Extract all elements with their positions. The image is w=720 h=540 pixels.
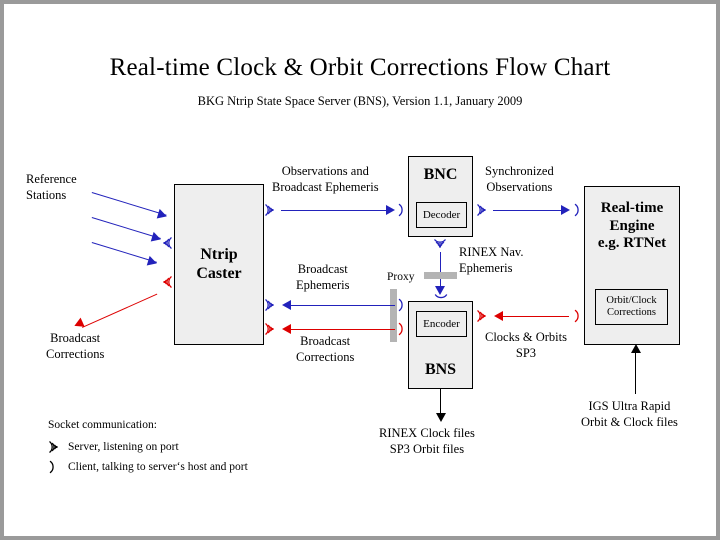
client-socket-icon-bnc-observations (397, 202, 406, 218)
broadcast-corrections-left-line-2: Corrections (46, 346, 105, 361)
proxy-label: Proxy (387, 271, 415, 283)
reference-station-arrow-3-head (146, 255, 159, 269)
legend-item-client: Client, talking to server‘s host and por… (48, 458, 248, 476)
synchronized-observations-label: Synchronized Observations (485, 164, 554, 195)
clocks-orbits-label: Clocks & Orbits SP3 (485, 330, 567, 361)
server-socket-icon (48, 439, 68, 455)
reference-station-arrow-1-line (91, 192, 167, 216)
rinex-clock-files-arrow-head (436, 413, 446, 422)
broadcast-ephemeris-line-1: Broadcast (297, 262, 348, 276)
client-socket-icon (48, 459, 68, 475)
client-socket-icon-bns-corrections-out (397, 321, 406, 337)
igs-files-label: IGS Ultra Rapid Orbit & Clock files (581, 399, 678, 430)
clocks-orbits-arrow-line (503, 316, 569, 317)
rinex-nav-line-1: RINEX Nav. (459, 245, 524, 259)
ntrip-caster-title-line-2: Caster (196, 264, 242, 282)
broadcast-corrections-left-line-1: Broadcast (50, 331, 101, 345)
clocks-orbits-line-2: SP3 (515, 345, 537, 360)
real-time-engine-line-2: Engine (609, 217, 655, 234)
orbit-clock-corrections-line-2: Corrections (607, 307, 656, 318)
observations-arrow-head (386, 205, 395, 215)
broadcast-corrections-left-label: Broadcast Corrections (46, 331, 104, 362)
legend-item-client-text: Client, talking to server‘s host and por… (68, 461, 248, 473)
synchronized-observations-line-1: Synchronized (485, 164, 554, 178)
server-socket-icon-caster-corrections (264, 321, 278, 337)
client-socket-icon-bns-ephemeris-out (397, 297, 406, 313)
broadcast-corrections-mid-label: Broadcast Corrections (296, 334, 354, 365)
rinex-nav-ephemeris-label: RINEX Nav. Ephemeris (459, 245, 523, 276)
proxy-bar-vertical (390, 289, 397, 342)
igs-files-arrow-line (635, 352, 636, 394)
synchronized-observations-arrow-head (561, 205, 570, 215)
rinex-clock-files-arrow-line (440, 389, 441, 415)
server-socket-icon-bnc-ephemeris (432, 238, 448, 252)
broadcast-ephemeris-label: Broadcast Ephemeris (296, 262, 349, 293)
bns-encoder-subbox[interactable]: Encoder (416, 311, 467, 337)
synchronized-observations-line-2: Observations (486, 179, 553, 194)
igs-files-line-1: IGS Ultra Rapid (588, 399, 671, 413)
bnc-box[interactable]: BNC Decoder (408, 156, 473, 237)
igs-files-arrow-head (631, 344, 641, 353)
broadcast-corrections-arrow-line (82, 293, 158, 328)
server-socket-icon-caster-ephemeris (264, 297, 278, 313)
server-socket-icon-bnc-synchronized (476, 202, 490, 218)
ntrip-caster-title-line-1: Ntrip (200, 245, 238, 263)
orbit-clock-corrections-subbox[interactable]: Orbit/Clock Corrections (595, 289, 668, 325)
proxy-bar-horizontal (424, 272, 457, 279)
bns-box[interactable]: Encoder BNS (408, 301, 473, 389)
page-subtitle: BKG Ntrip State Space Server (BNS), Vers… (197, 94, 523, 108)
bnc-title: BNC (423, 166, 458, 183)
real-time-engine-line-1: Real-time (600, 200, 664, 216)
rinex-clock-files-line-2: SP3 Orbit files (389, 441, 465, 456)
legend-item-server: Server, listening on port (48, 438, 248, 456)
server-socket-icon-caster-observations (264, 202, 278, 218)
reference-station-arrow-1-head (156, 208, 169, 222)
client-socket-icon-bns-ephemeris (433, 293, 449, 301)
rinex-nav-ephemeris-arrow-line (440, 252, 441, 288)
server-socket-icon-bns-clocks (476, 308, 490, 324)
client-socket-icon-rt-engine-clocks (573, 308, 582, 324)
clocks-orbits-arrow-head (494, 311, 503, 321)
legend: Socket communication: Server, listening … (48, 419, 248, 478)
orbit-clock-corrections-line-1: Orbit/Clock (606, 295, 657, 307)
reference-stations-line-1: Reference (26, 172, 77, 186)
broadcast-corrections-mid-arrow-line (291, 329, 395, 330)
broadcast-corrections-mid-line-2: Corrections (296, 349, 355, 364)
rinex-clock-files-label: RINEX Clock files SP3 Orbit files (379, 426, 475, 457)
bnc-decoder-subbox[interactable]: Decoder (416, 202, 467, 228)
page-title: Real-time Clock & Orbit Corrections Flow… (109, 54, 611, 81)
reference-station-arrow-2-line (91, 217, 161, 240)
server-socket-icon-reference-stations (159, 235, 173, 251)
legend-heading: Socket communication: (48, 419, 157, 431)
broadcast-corrections-arrow-head (72, 317, 85, 331)
reference-stations-label: Reference Stations (26, 172, 77, 203)
rinex-nav-line-2: Ephemeris (459, 260, 513, 275)
rinex-nav-ephemeris-arrow-head (435, 286, 445, 295)
real-time-engine-box[interactable]: Real-time Engine e.g. RTNet Orbit/Clock … (584, 186, 680, 345)
broadcast-ephemeris-arrow-line (291, 305, 395, 306)
real-time-engine-line-3: e.g. RTNet (597, 235, 667, 252)
igs-files-line-2: Orbit & Clock files (581, 414, 678, 429)
broadcast-ephemeris-arrow-head (282, 300, 291, 310)
clocks-orbits-line-1: Clocks & Orbits (485, 330, 567, 344)
client-socket-icon-rt-engine-observations (573, 202, 582, 218)
bns-title: BNS (424, 361, 457, 379)
broadcast-corrections-mid-arrow-head (282, 324, 291, 334)
broadcast-ephemeris-line-2: Ephemeris (296, 277, 350, 292)
synchronized-observations-arrow-line (493, 210, 561, 211)
legend-item-server-text: Server, listening on port (68, 441, 179, 453)
server-socket-icon-broadcast-corrections (159, 274, 173, 290)
observations-arrow-line (281, 210, 386, 211)
rinex-clock-files-line-1: RINEX Clock files (379, 426, 475, 440)
observations-label: Observations and Broadcast Ephemeris (272, 164, 379, 195)
broadcast-corrections-mid-line-1: Broadcast (300, 334, 351, 348)
reference-stations-line-2: Stations (26, 187, 67, 202)
observations-line-1: Observations and (281, 164, 369, 178)
ntrip-caster-box[interactable]: Ntrip Caster (174, 184, 264, 345)
observations-line-2: Broadcast Ephemeris (272, 179, 379, 194)
